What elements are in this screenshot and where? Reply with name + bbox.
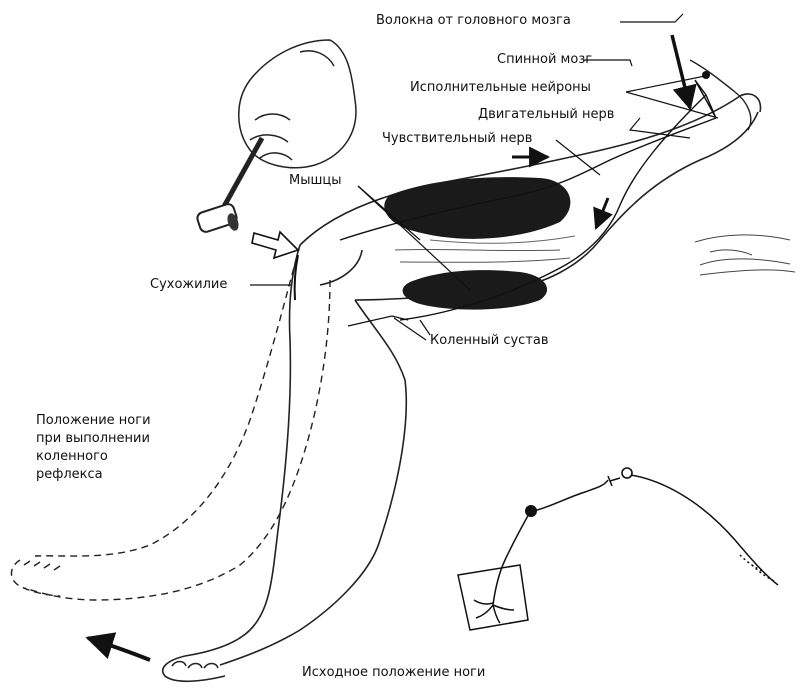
label-tendon: Сухожилие <box>150 276 227 293</box>
label-brain-fibers: Волокна от головного мозга <box>376 12 571 29</box>
muscle-mass <box>384 177 575 309</box>
neuron-icon <box>458 474 778 630</box>
neuron-soma <box>525 505 537 517</box>
kick-arrow-icon <box>88 638 150 660</box>
neuron-terminal <box>622 468 632 478</box>
sketch-lines <box>695 235 795 275</box>
reflex-hammer-icon <box>196 138 262 233</box>
label-sensory-nerve: Чувствительный нерв <box>382 130 532 147</box>
shin-and-foot <box>163 245 407 681</box>
tap-arrow-icon <box>252 232 298 258</box>
label-reflex-position: Положение ноги при выполнении коленного … <box>36 412 151 484</box>
label-knee-joint: Коленный сустав <box>430 332 549 349</box>
label-motor-nerve: Двигательный нерв <box>478 106 614 123</box>
label-spinal-cord: Спинной мозг <box>497 51 592 68</box>
direction-arrows <box>88 157 608 660</box>
label-executive-neurons: Исполнительные нейроны <box>410 79 591 96</box>
label-initial-position: Исходное положение ноги <box>302 664 485 681</box>
label-muscles: Мышцы <box>289 172 342 189</box>
